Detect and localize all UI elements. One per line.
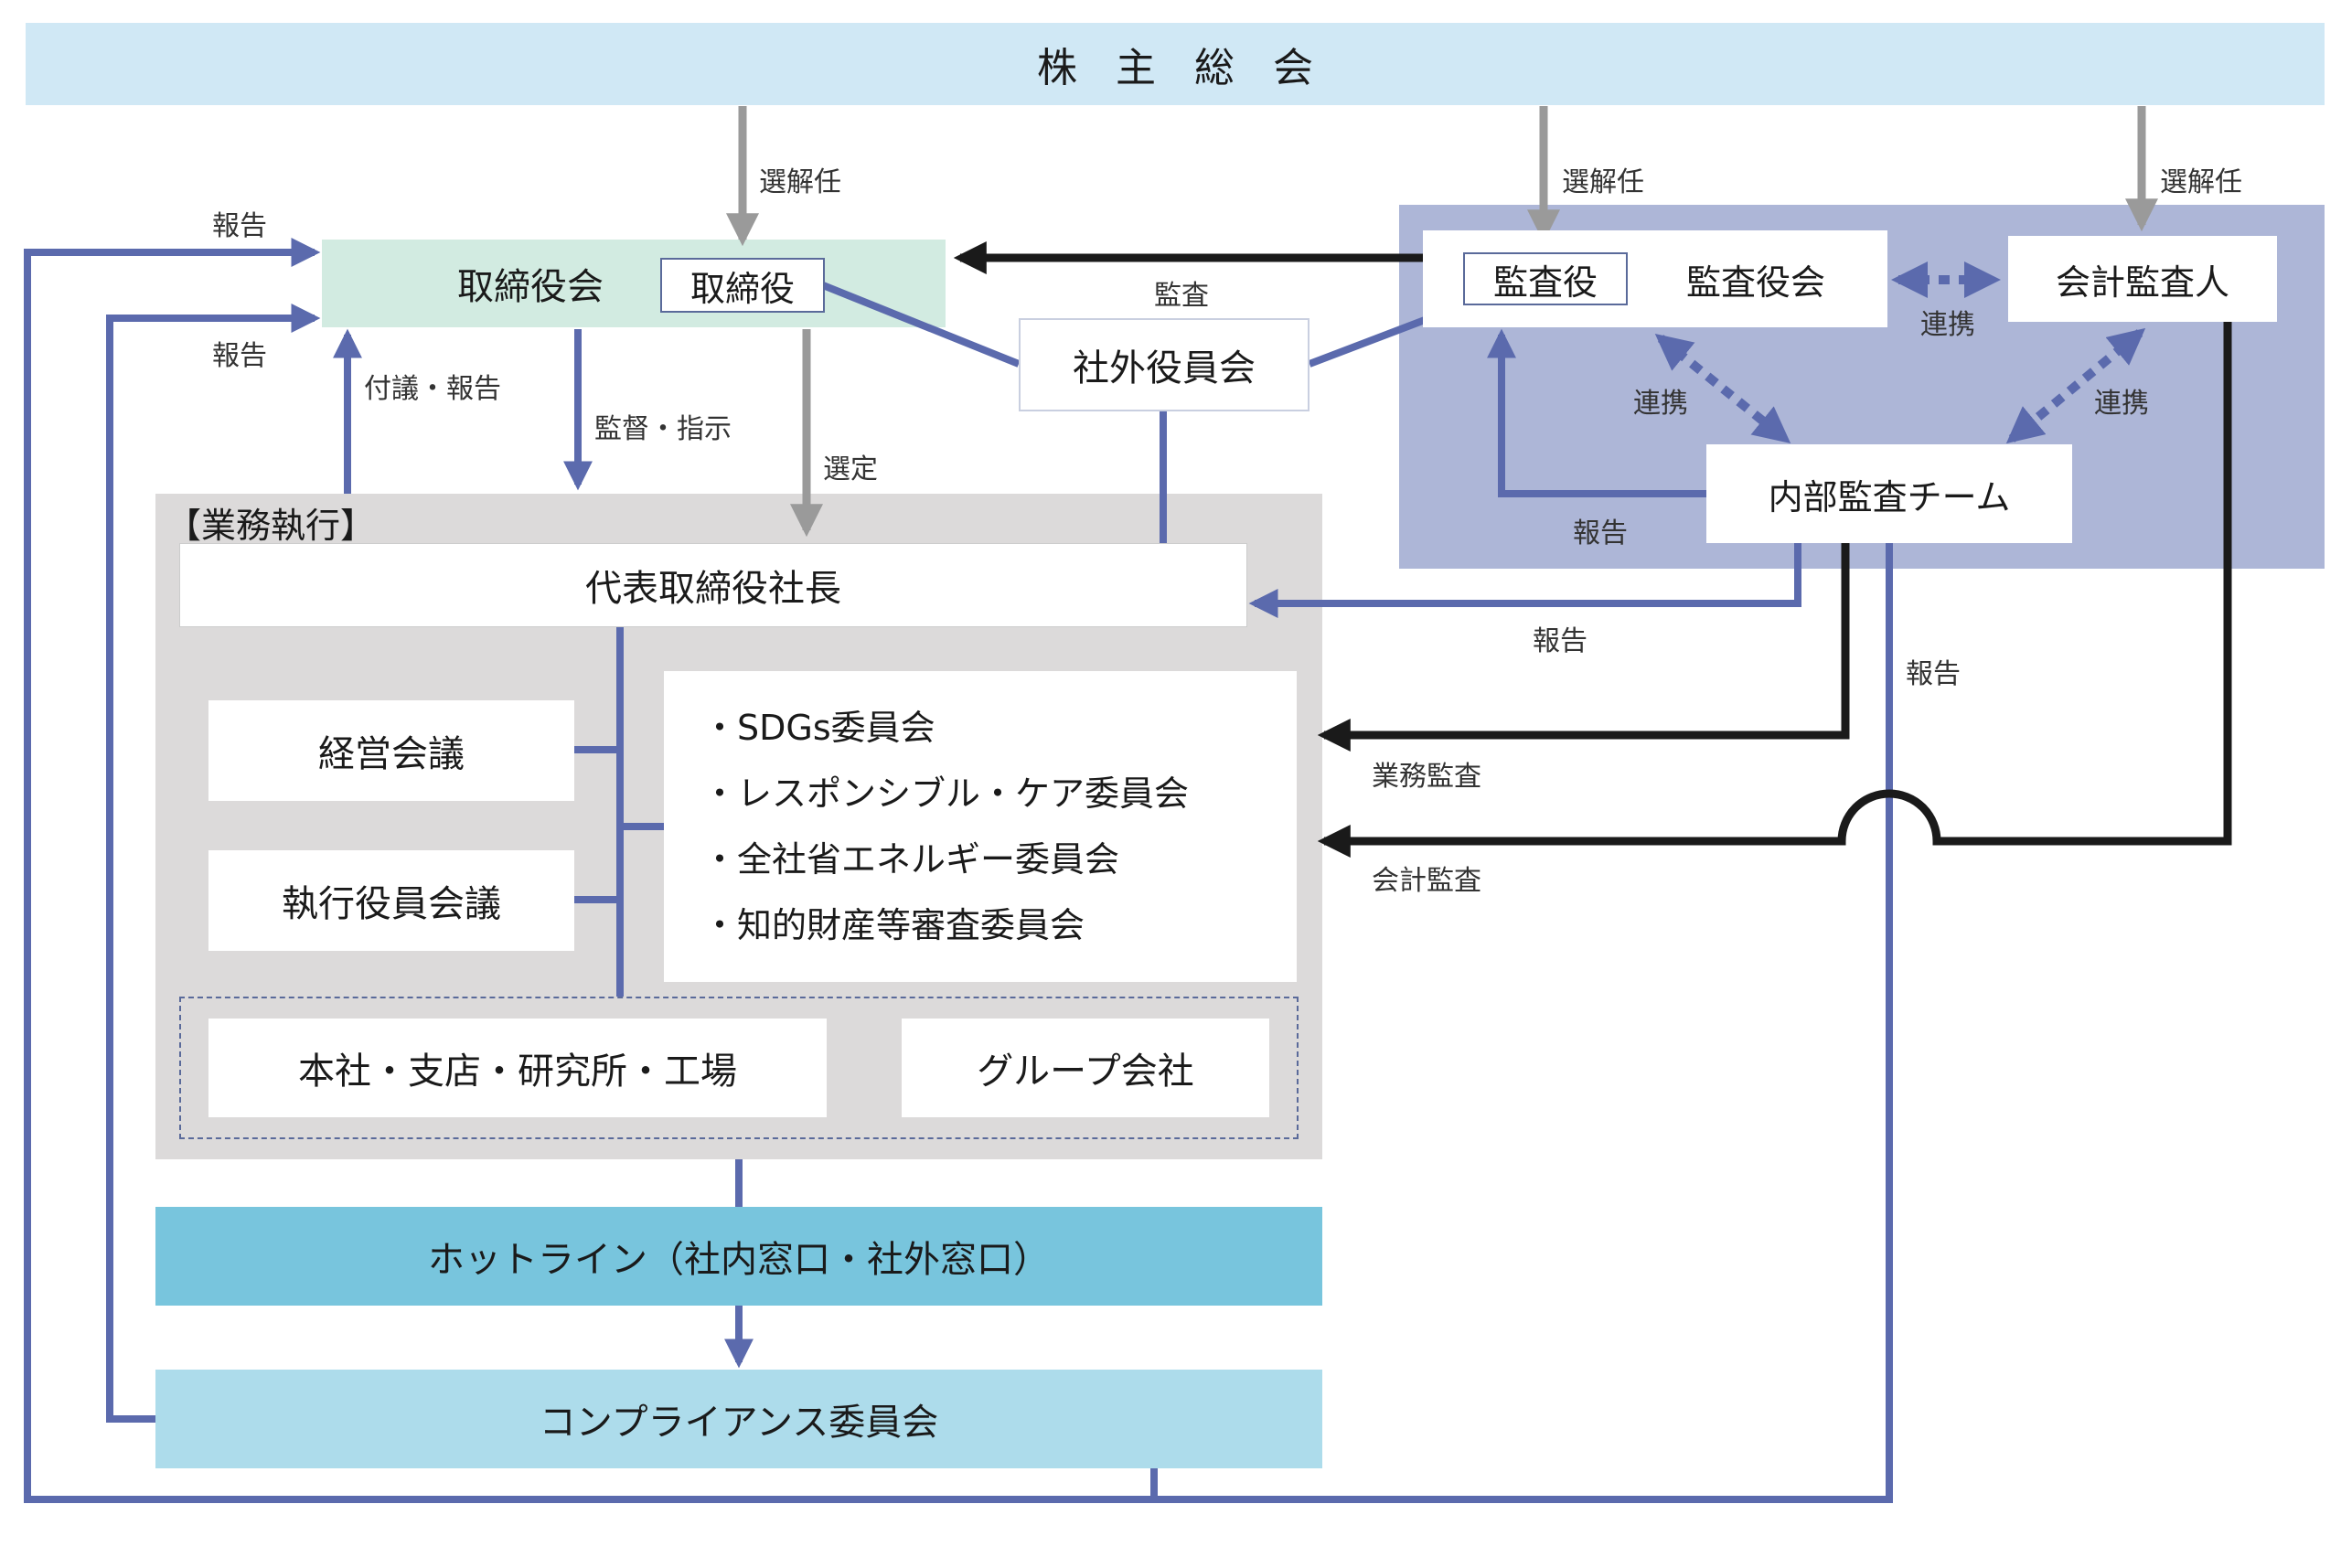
shareholders-meeting: 株主総会: [26, 23, 2325, 105]
label-elect-accounting: 選解任: [2160, 166, 2242, 198]
label-coop-right: 連携: [2094, 388, 2149, 420]
management-meeting: 経営会議: [208, 700, 574, 801]
label-business-audit: 業務監査: [1372, 761, 1481, 793]
edge-report-down: [1154, 543, 1893, 1503]
internal-audit-team: 内部監査チーム: [1706, 444, 2072, 543]
audit-and-supervisory-board: 監査役会: [1685, 261, 1825, 303]
edge-report-internal-auditor: [1487, 328, 1706, 497]
label-report-to-ceo: 報告: [1533, 625, 1587, 657]
label-report-second: 報告: [212, 340, 267, 372]
edge-director-outside: [821, 282, 1021, 368]
committee-item: ・全社省エネルギー委員会: [702, 839, 1120, 880]
execution-title: 【業務執行】: [166, 506, 376, 546]
edge-report-top: [24, 238, 1158, 1503]
executive-officers-meeting: 執行役員会議: [208, 850, 574, 951]
committee-item: ・レスポンシブル・ケア委員会: [702, 773, 1190, 814]
label-audit: 監査: [1154, 280, 1209, 312]
accounting-auditor: 会計監査人: [2008, 236, 2277, 322]
committee-item: ・SDGs委員会: [702, 708, 935, 748]
label-accounting-audit: 会計監査: [1372, 865, 1481, 897]
business-units-group: [179, 997, 1299, 1139]
board-area: [322, 240, 946, 327]
compliance-committee: コンプライアンス委員会: [155, 1370, 1322, 1468]
label-elect-auditor: 選解任: [1562, 166, 1644, 198]
label-elect-board: 選解任: [759, 166, 841, 198]
committees-list: ・SDGs委員会 ・レスポンシブル・ケア委員会 ・全社省エネルギー委員会 ・知的…: [664, 671, 1297, 982]
outside-officers-committee: 社外役員会: [1019, 318, 1309, 411]
board-of-directors: 取締役会: [457, 266, 604, 308]
label-report-internal: 報告: [1573, 517, 1628, 549]
edge-coop-right: [2005, 327, 2146, 444]
committee-item: ・知的財産等審査委員会: [702, 905, 1085, 945]
edge-coop-left: [1654, 333, 1791, 444]
label-coop-left: 連携: [1633, 388, 1688, 420]
edge-business-audit: [1317, 543, 1850, 752]
edge-report-second: [106, 304, 321, 1423]
hotline: ホットライン（社内窓口・社外窓口）: [155, 1207, 1322, 1306]
edge-report-to-ceo: [1248, 543, 1801, 618]
label-select: 選定: [823, 453, 878, 485]
edge-accounting-audit: [1317, 322, 2232, 858]
label-report-down: 報告: [1906, 658, 1961, 690]
group-companies: グループ会社: [902, 1019, 1269, 1117]
headquarters-branches-labs-plants: 本社・支店・研究所・工場: [208, 1019, 827, 1117]
label-supervise: 監督・指示: [594, 413, 732, 445]
label-coop-top: 連携: [1920, 309, 1975, 341]
label-propose-report: 付議・報告: [364, 373, 501, 405]
auditor: 監査役: [1463, 252, 1628, 305]
label-report-top: 報告: [212, 210, 267, 242]
president-ceo: 代表取締役社長: [179, 543, 1247, 627]
director: 取締役: [660, 258, 825, 313]
